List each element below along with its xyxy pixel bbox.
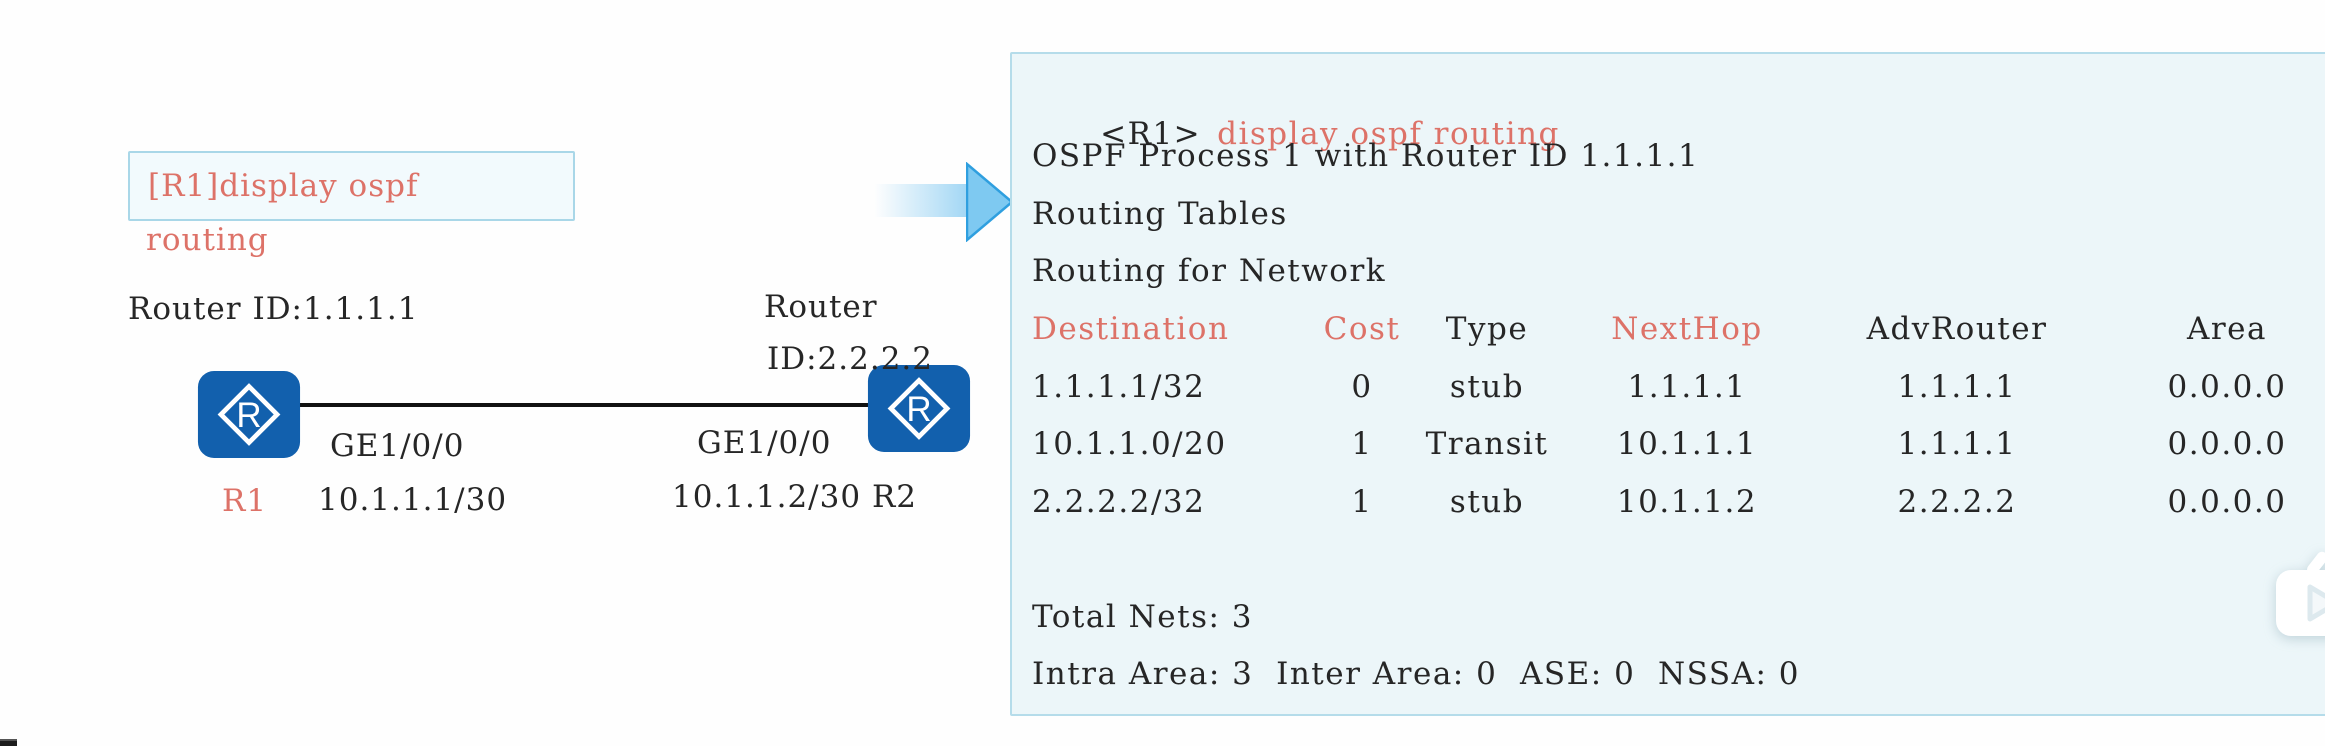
video-play-icon[interactable] xyxy=(2270,550,2325,642)
command-text: [R1]display ospf xyxy=(148,168,419,204)
cli-prompt: <R1> xyxy=(1100,116,1202,152)
header-destination: Destination xyxy=(1032,311,1230,347)
cell-advrouter: 1.1.1.1 xyxy=(1897,426,2017,462)
table-row: 10.1.1.0/20 1 Transit 10.1.1.1 1.1.1.1 0… xyxy=(1032,426,2325,462)
arrow-icon-body xyxy=(874,184,972,217)
cell-destination: 2.2.2.2/32 xyxy=(1032,484,1206,520)
cell-cost: 1 xyxy=(1351,426,1373,462)
router2-id-label-line2: ID:2.2.2.2 xyxy=(767,341,933,377)
cell-destination: 10.1.1.0/20 xyxy=(1032,426,1227,462)
table-row: 2.2.2.2/32 1 stub 10.1.1.2 2.2.2.2 0.0.0… xyxy=(1032,484,2325,520)
console-command-line: <R1> display ospf routing xyxy=(1032,80,1560,188)
console-output-panel: <R1> display ospf routing OSPF Process 1 … xyxy=(1010,52,2325,716)
arrow-icon xyxy=(965,161,1014,243)
routing-for-network-line: Routing for Network xyxy=(1032,253,1387,289)
cell-type: stub xyxy=(1449,369,1525,405)
router1-icon: R xyxy=(197,367,301,462)
router-glyph: R xyxy=(197,371,301,458)
cli-command: display ospf routing xyxy=(1217,116,1560,152)
routing-table-header-row: Destination Cost Type NextHop AdvRouter … xyxy=(1032,311,2325,347)
total-nets-line: Total Nets: 3 xyxy=(1032,599,1253,635)
cell-cost: 0 xyxy=(1351,369,1373,405)
network-link-line xyxy=(299,403,869,407)
router2-id-label-line1: Router xyxy=(764,289,878,325)
cell-type: stub xyxy=(1449,484,1525,520)
routing-tables-line: Routing Tables xyxy=(1032,196,1288,232)
cell-nexthop: 10.1.1.1 xyxy=(1616,426,1758,462)
header-cost: Cost xyxy=(1323,311,1401,347)
header-area: Area xyxy=(2186,311,2268,347)
header-nexthop: NextHop xyxy=(1611,311,1763,347)
header-type: Type xyxy=(1445,311,1529,347)
cell-advrouter: 1.1.1.1 xyxy=(1897,369,2017,405)
cell-destination: 1.1.1.1/32 xyxy=(1032,369,1206,405)
router-glyph: R xyxy=(867,365,971,452)
router1-id-label: Router ID:1.1.1.1 xyxy=(128,291,419,327)
cell-advrouter: 2.2.2.2 xyxy=(1897,484,2017,520)
router2-interface-label: GE1/0/0 xyxy=(697,425,832,461)
cell-cost: 1 xyxy=(1351,484,1373,520)
ospf-process-line: OSPF Process 1 with Router ID 1.1.1.1 xyxy=(1032,138,1700,174)
cell-area: 0.0.0.0 xyxy=(2167,484,2287,520)
cell-type: Transit xyxy=(1425,426,1549,462)
router1-name-label: R1 xyxy=(222,483,268,519)
svg-text:R: R xyxy=(236,396,261,435)
router1-ip-label: 10.1.1.1/30 xyxy=(318,482,508,518)
screen-edge-artifact xyxy=(0,739,17,746)
router2-ip-label: 10.1.1.2/30 xyxy=(672,479,862,515)
svg-text:R: R xyxy=(906,390,931,429)
cell-area: 0.0.0.0 xyxy=(2167,426,2287,462)
cell-area: 0.0.0.0 xyxy=(2167,369,2287,405)
table-row: 1.1.1.1/32 0 stub 1.1.1.1 1.1.1.1 0.0.0.… xyxy=(1032,369,2325,405)
router2-ip-and-name-label: 10.1.1.2/30 R2 xyxy=(672,479,917,515)
router1-interface-label: GE1/0/0 xyxy=(330,428,465,464)
router2-icon: R xyxy=(867,361,971,456)
area-summary-line: Intra Area: 3 Inter Area: 0 ASE: 0 NSSA:… xyxy=(1032,656,1800,692)
cell-nexthop: 10.1.1.2 xyxy=(1616,484,1758,520)
header-advrouter: AdvRouter xyxy=(1866,311,2048,347)
cell-nexthop: 1.1.1.1 xyxy=(1627,369,1747,405)
command-annotation-box: [R1]display ospf xyxy=(128,151,575,221)
router2-name-label: R2 xyxy=(871,479,918,515)
command-text-overflow: routing xyxy=(146,222,269,258)
